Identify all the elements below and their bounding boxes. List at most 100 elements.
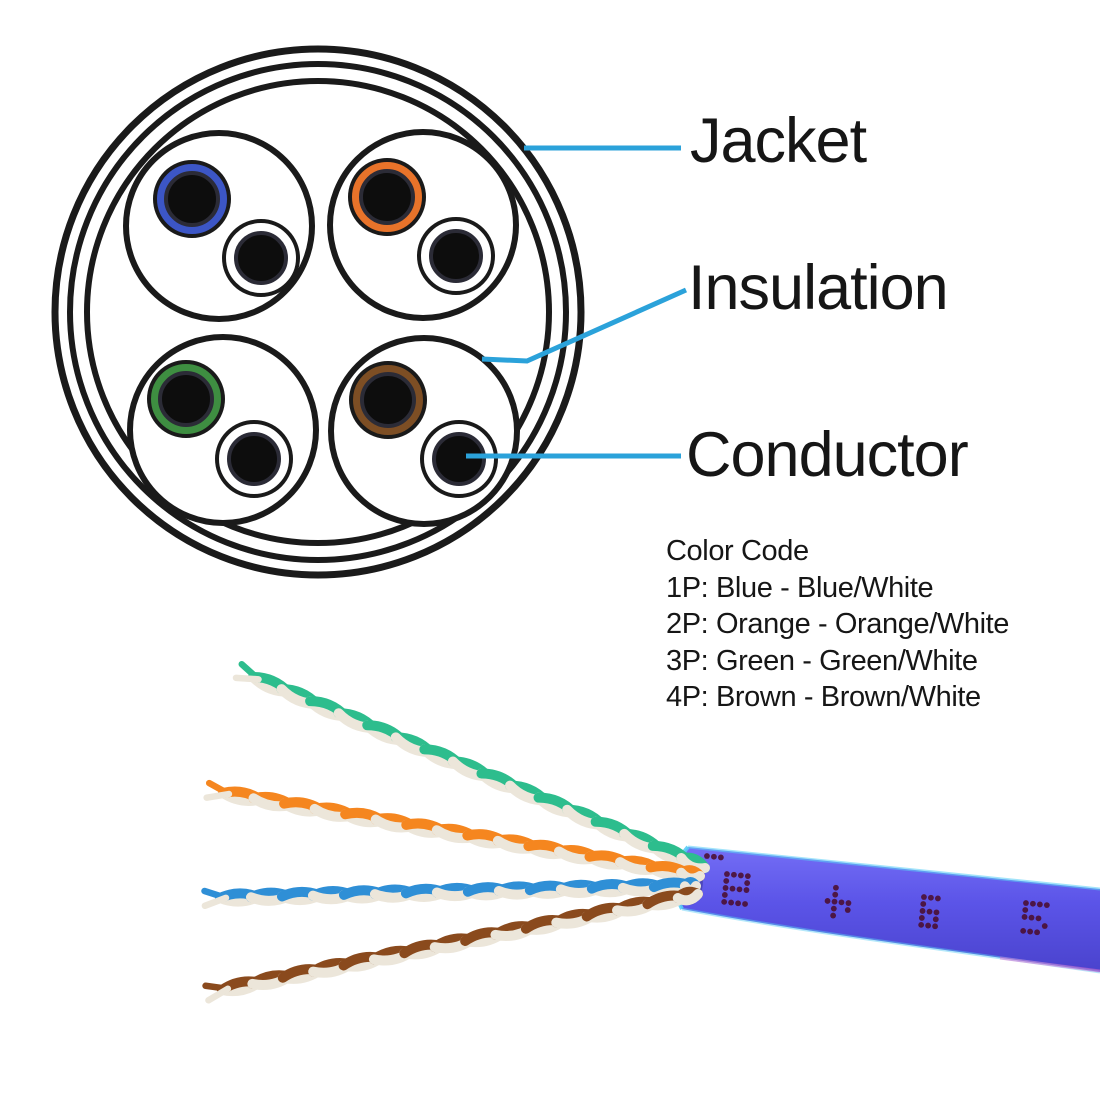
pair-circle [327, 129, 519, 321]
color-code-pair-2: 2P: Orange - Orange/White [666, 608, 1009, 641]
print-dot [1023, 900, 1029, 906]
print-dot [704, 853, 710, 859]
brown-wire-conductor [360, 372, 416, 428]
white-wire-conductor [429, 229, 483, 283]
print-dot [728, 899, 735, 906]
print-dot [928, 894, 934, 901]
insulation-label: Insulation [688, 253, 949, 323]
print-dot [1030, 900, 1036, 907]
print-dot [845, 900, 852, 906]
twisted-pair-green-white [232, 660, 710, 874]
print-dot [919, 908, 926, 914]
print-dot [824, 898, 831, 904]
print-dot [844, 907, 851, 913]
print-dot [1020, 927, 1027, 934]
print-dot [830, 912, 837, 919]
print-dot [830, 905, 837, 912]
wire-pair-orange [327, 129, 519, 321]
print-dot [920, 901, 927, 907]
print-dot [932, 923, 938, 930]
print-dot [833, 884, 839, 891]
orange-wire-conductor [359, 169, 415, 225]
cable-jacket-photo [675, 847, 1100, 972]
wire-strand-segment [672, 889, 703, 906]
twisted-pair-blue-white [201, 877, 701, 910]
green-wire-conductor [158, 371, 214, 427]
print-dot [729, 885, 736, 892]
pair-front-strand [202, 889, 703, 1004]
print-dot [925, 922, 932, 929]
print-dot [735, 900, 741, 907]
jacket-print-dots [704, 853, 1050, 936]
print-dot [1028, 914, 1035, 921]
print-dot [918, 915, 925, 921]
pair-front-strand [201, 877, 701, 910]
cable-cross-section [51, 45, 585, 579]
print-dot [722, 885, 729, 891]
pair-circle [127, 334, 319, 526]
wire-strand-segment [232, 674, 262, 683]
color-code-pair-4: 4P: Brown - Brown/White [666, 681, 981, 714]
wire-pair-blue [123, 130, 315, 322]
print-dot [1022, 907, 1029, 913]
color-code-pair-1: 1P: Blue - Blue/White [666, 571, 934, 604]
print-dot [744, 880, 751, 886]
jacket-fringe-highlight [999, 956, 1100, 973]
print-dot [926, 908, 933, 915]
print-dot [737, 872, 744, 879]
print-dot [918, 921, 925, 928]
white-wire-conductor [432, 432, 486, 486]
print-dot [832, 891, 839, 898]
color-code-title: Color Code [666, 535, 809, 567]
twisted-pair-brown-white [202, 886, 703, 1004]
blue-wire-conductor [164, 171, 220, 227]
insulation-leader-line [481, 287, 688, 364]
jacket-top-highlight [687, 845, 1100, 891]
pair-circle [328, 335, 520, 527]
print-dot [1034, 929, 1040, 936]
leader-lines [466, 145, 688, 459]
print-dot [743, 887, 750, 893]
print-dot [711, 853, 717, 860]
jacket-inner-ring [67, 61, 569, 563]
print-dot [744, 873, 751, 880]
print-dot [1041, 923, 1048, 929]
print-dot [742, 901, 748, 907]
print-dot [717, 854, 724, 861]
print-dot [1021, 914, 1028, 920]
print-dot [838, 899, 845, 906]
wire-pair-brown [328, 335, 520, 527]
wire-strand-segment [201, 894, 230, 910]
print-dot [933, 909, 940, 916]
wire-strand-segment [203, 790, 233, 801]
print-dot [724, 871, 730, 877]
cable-photo [201, 660, 1100, 1004]
jacket-label: Jacket [690, 106, 867, 176]
print-dot [731, 871, 737, 878]
pair-front-strand [232, 660, 710, 874]
conductor-label: Conductor [686, 420, 969, 490]
print-dot [723, 878, 730, 884]
print-dot [934, 895, 941, 902]
wire-pair-green [127, 334, 319, 526]
print-dot [1035, 915, 1042, 922]
print-dot [721, 892, 728, 898]
print-dot [721, 898, 728, 905]
white-wire-conductor [234, 231, 288, 285]
print-dot [932, 916, 939, 923]
jacket-rings [51, 45, 585, 579]
white-wire-conductor [227, 432, 281, 486]
cable-wrap-ring [84, 78, 552, 546]
jacket-outer-ring [51, 45, 585, 579]
print-dot [1027, 928, 1034, 935]
wire-strand-segment [205, 985, 232, 1004]
twisted-pairs [201, 660, 710, 1004]
print-dot [831, 898, 838, 905]
print-dot [736, 886, 743, 893]
print-dot [1043, 902, 1050, 909]
print-dot [921, 894, 927, 900]
color-code-pair-3: 3P: Green - Green/White [666, 644, 978, 677]
color-code-legend: Color Code 1P: Blue - Blue/White 2P: Ora… [666, 533, 1009, 716]
